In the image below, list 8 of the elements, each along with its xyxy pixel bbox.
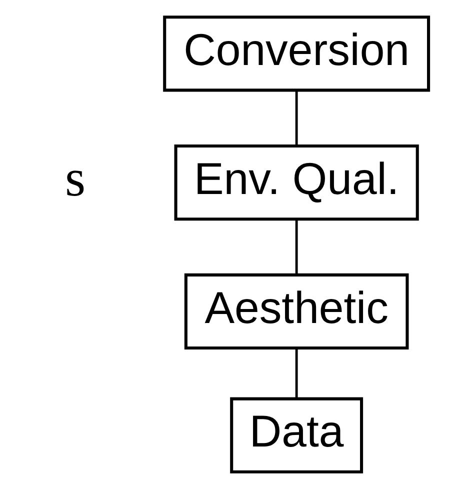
connector	[295, 90, 298, 146]
label: s	[65, 148, 86, 207]
node-box: Data	[230, 396, 364, 473]
node-box: Aesthetic	[184, 272, 409, 350]
connector	[295, 348, 298, 398]
node-box: Env. Qual.	[174, 144, 419, 220]
connector	[295, 218, 298, 274]
node-box: Conversion	[163, 15, 430, 92]
